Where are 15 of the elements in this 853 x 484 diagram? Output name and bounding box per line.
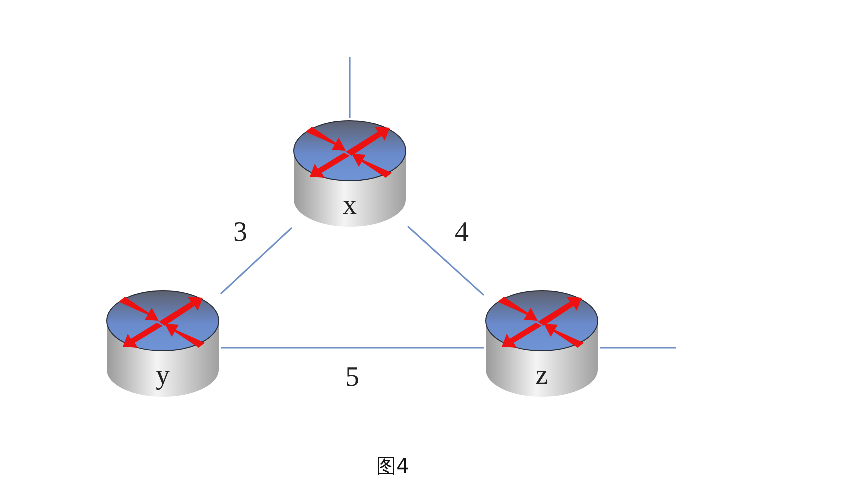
edge-label: 5 xyxy=(346,364,360,392)
node-label: z xyxy=(536,362,548,390)
caption: 图4 xyxy=(376,456,410,476)
node-label: x xyxy=(343,192,357,220)
link-line xyxy=(407,226,485,296)
link-line xyxy=(600,347,676,349)
router xyxy=(292,118,408,230)
link-line xyxy=(220,227,293,295)
node-label: y xyxy=(156,362,170,390)
edge-label: 3 xyxy=(234,219,248,247)
router xyxy=(105,288,221,400)
edge-label: 4 xyxy=(455,219,469,247)
router xyxy=(484,288,600,400)
link-line xyxy=(349,57,351,118)
link-line xyxy=(221,347,484,349)
